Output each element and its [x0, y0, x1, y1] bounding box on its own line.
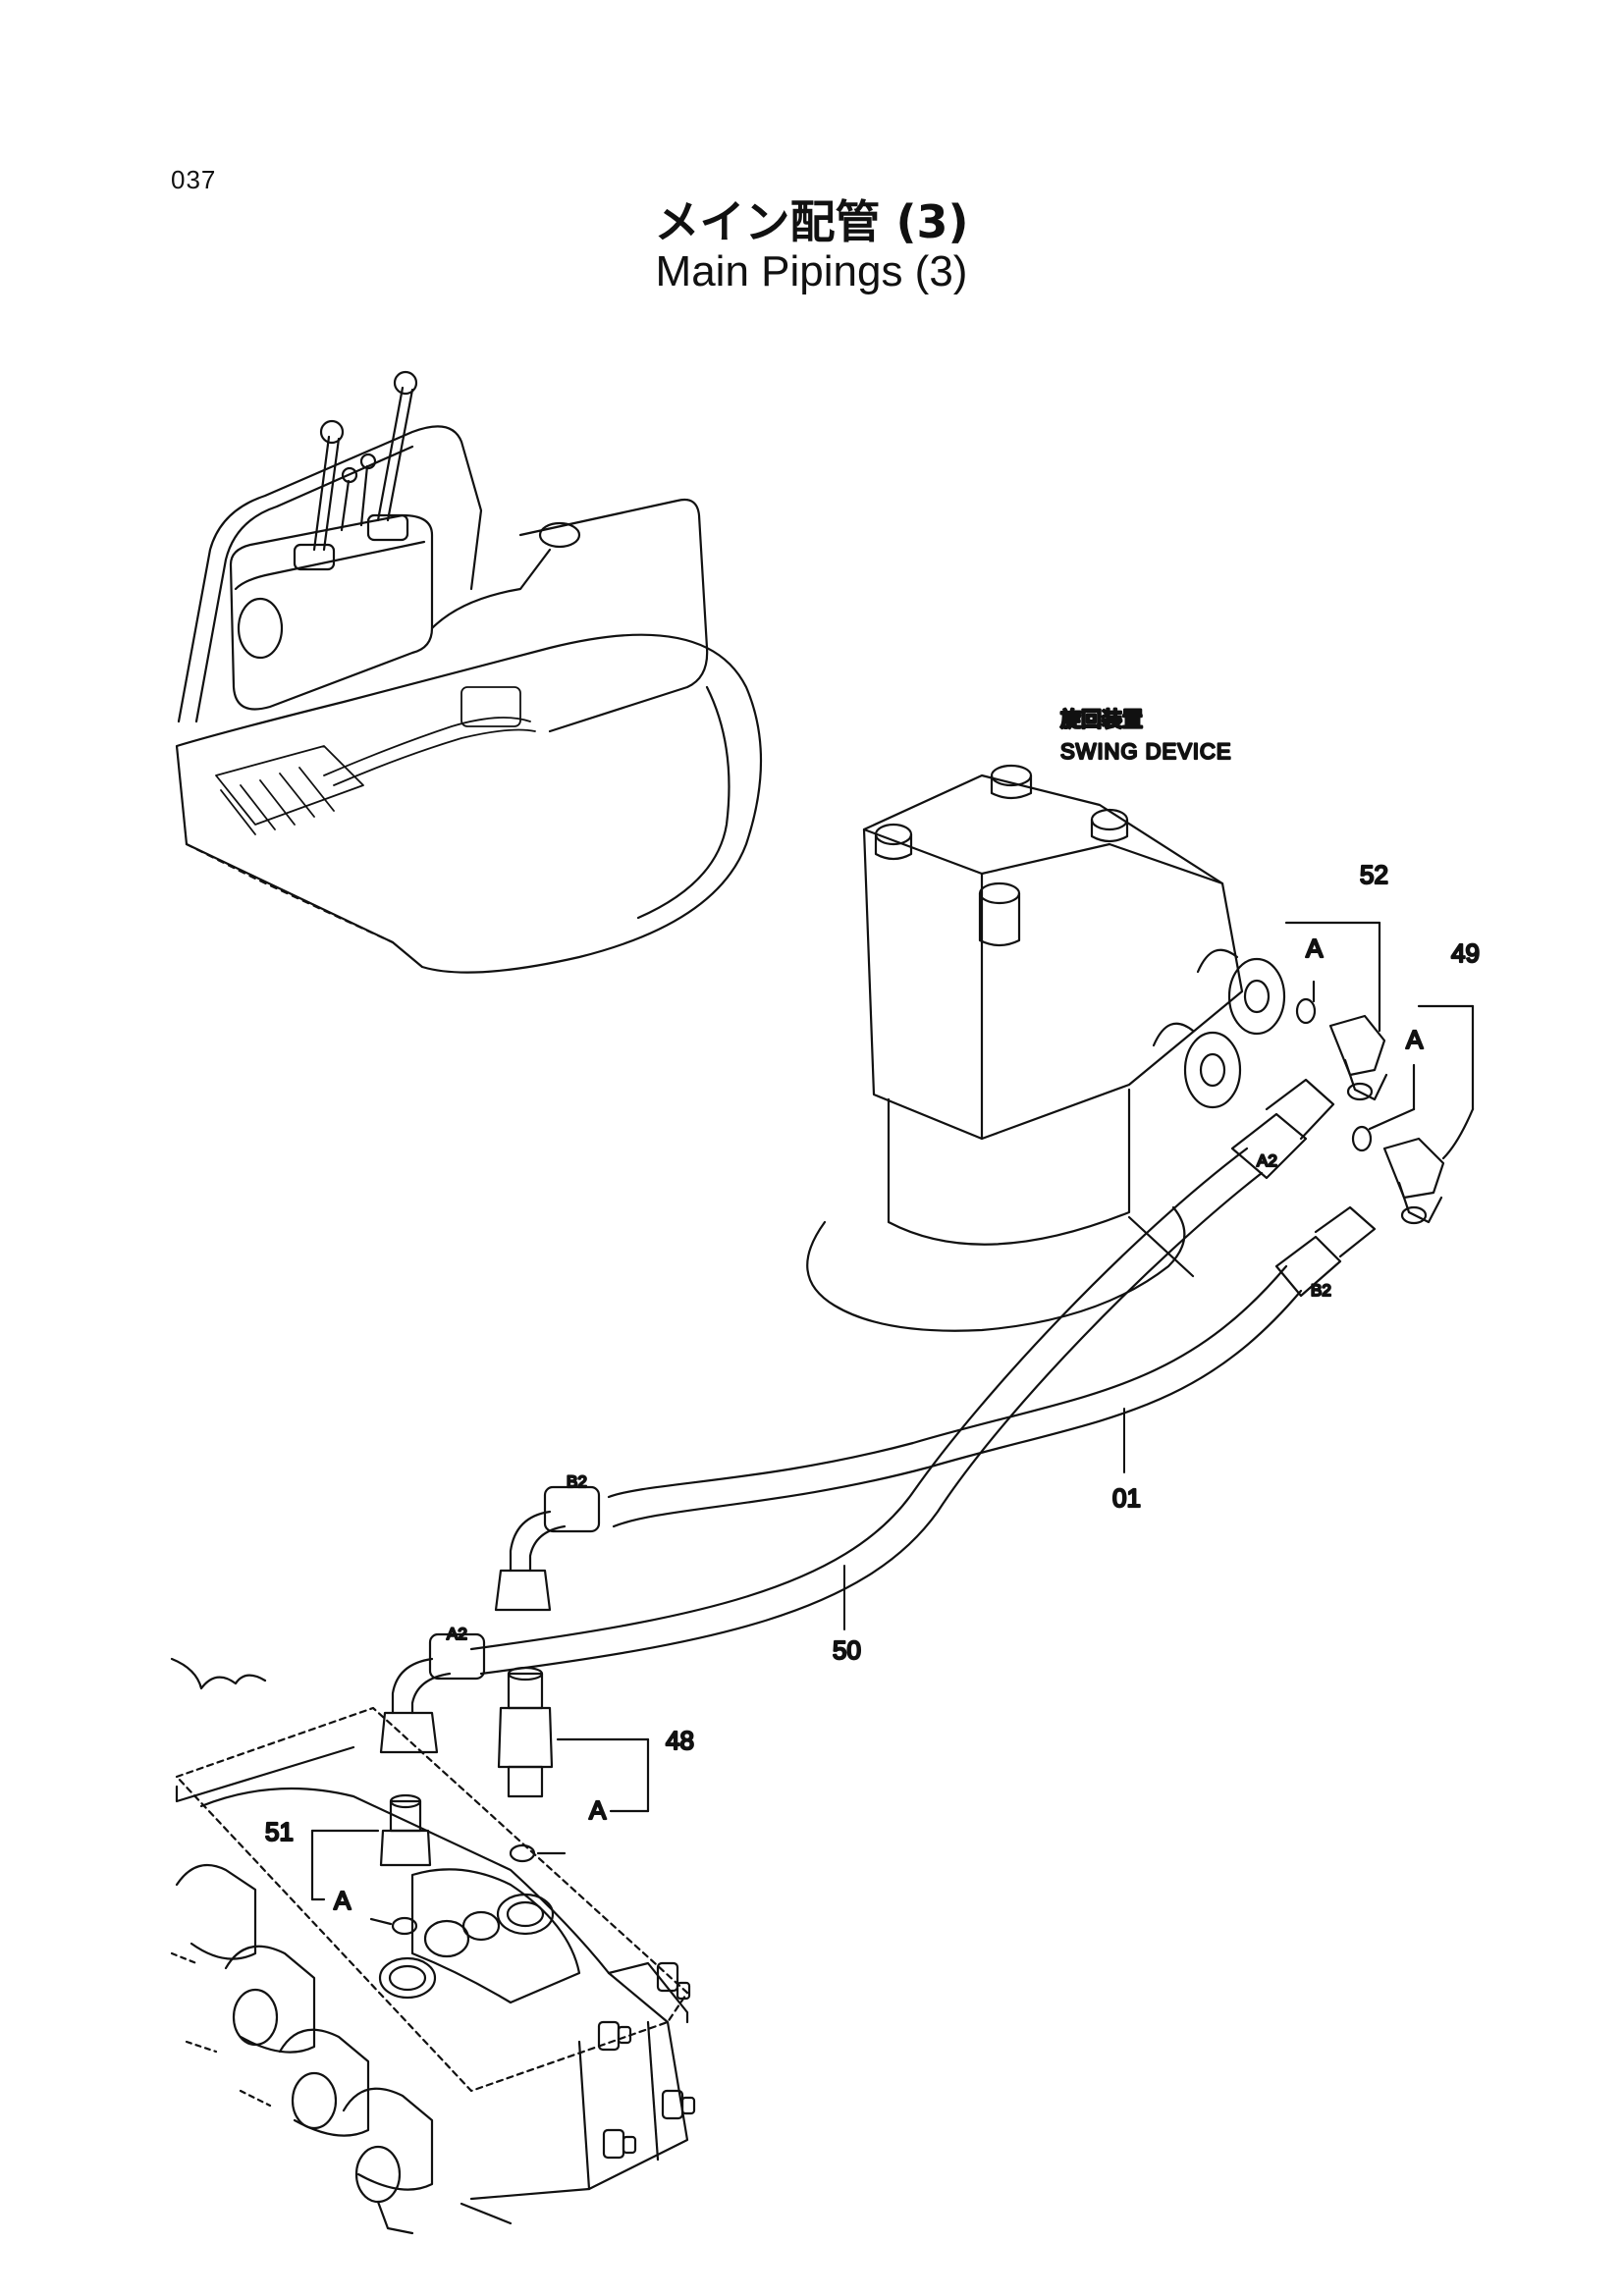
part-leader-lines: [843, 1408, 1125, 1630]
part-number-50: 50: [833, 1635, 861, 1665]
part-number-48: 48: [666, 1726, 694, 1755]
port-label-b2-valve: B2: [567, 1472, 587, 1491]
swing-device-label-jp: 旋回装置: [1059, 708, 1143, 731]
port-label-a2-valve: A2: [447, 1625, 467, 1643]
part-number-49: 49: [1451, 938, 1480, 968]
ref-letter-a-51: A: [334, 1886, 352, 1915]
page-title-en: Main Pipings (3): [655, 247, 968, 295]
part-number-01: 01: [1112, 1483, 1141, 1513]
part-number-52: 52: [1360, 860, 1388, 889]
hose-assemblies: [379, 1078, 1377, 1754]
control-valve-illustration: [170, 1657, 696, 2235]
ref-letter-a-52: A: [1306, 934, 1324, 963]
page-title-jp: メイン配管 (3): [654, 195, 969, 248]
port-label-a2-swing: A2: [1257, 1151, 1277, 1170]
swing-device-label-en: SWING DEVICE: [1060, 739, 1232, 764]
page-number: 037: [171, 165, 217, 194]
ref-letter-a-49: A: [1406, 1025, 1424, 1054]
ref-letter-a-48: A: [589, 1795, 607, 1825]
port-label-b2-swing: B2: [1311, 1281, 1331, 1300]
swing-device-illustration: [806, 764, 1286, 1332]
part-number-51: 51: [265, 1817, 294, 1846]
machine-overview-illustration: [175, 370, 763, 974]
swing-fittings-illustration: [1284, 921, 1475, 1225]
